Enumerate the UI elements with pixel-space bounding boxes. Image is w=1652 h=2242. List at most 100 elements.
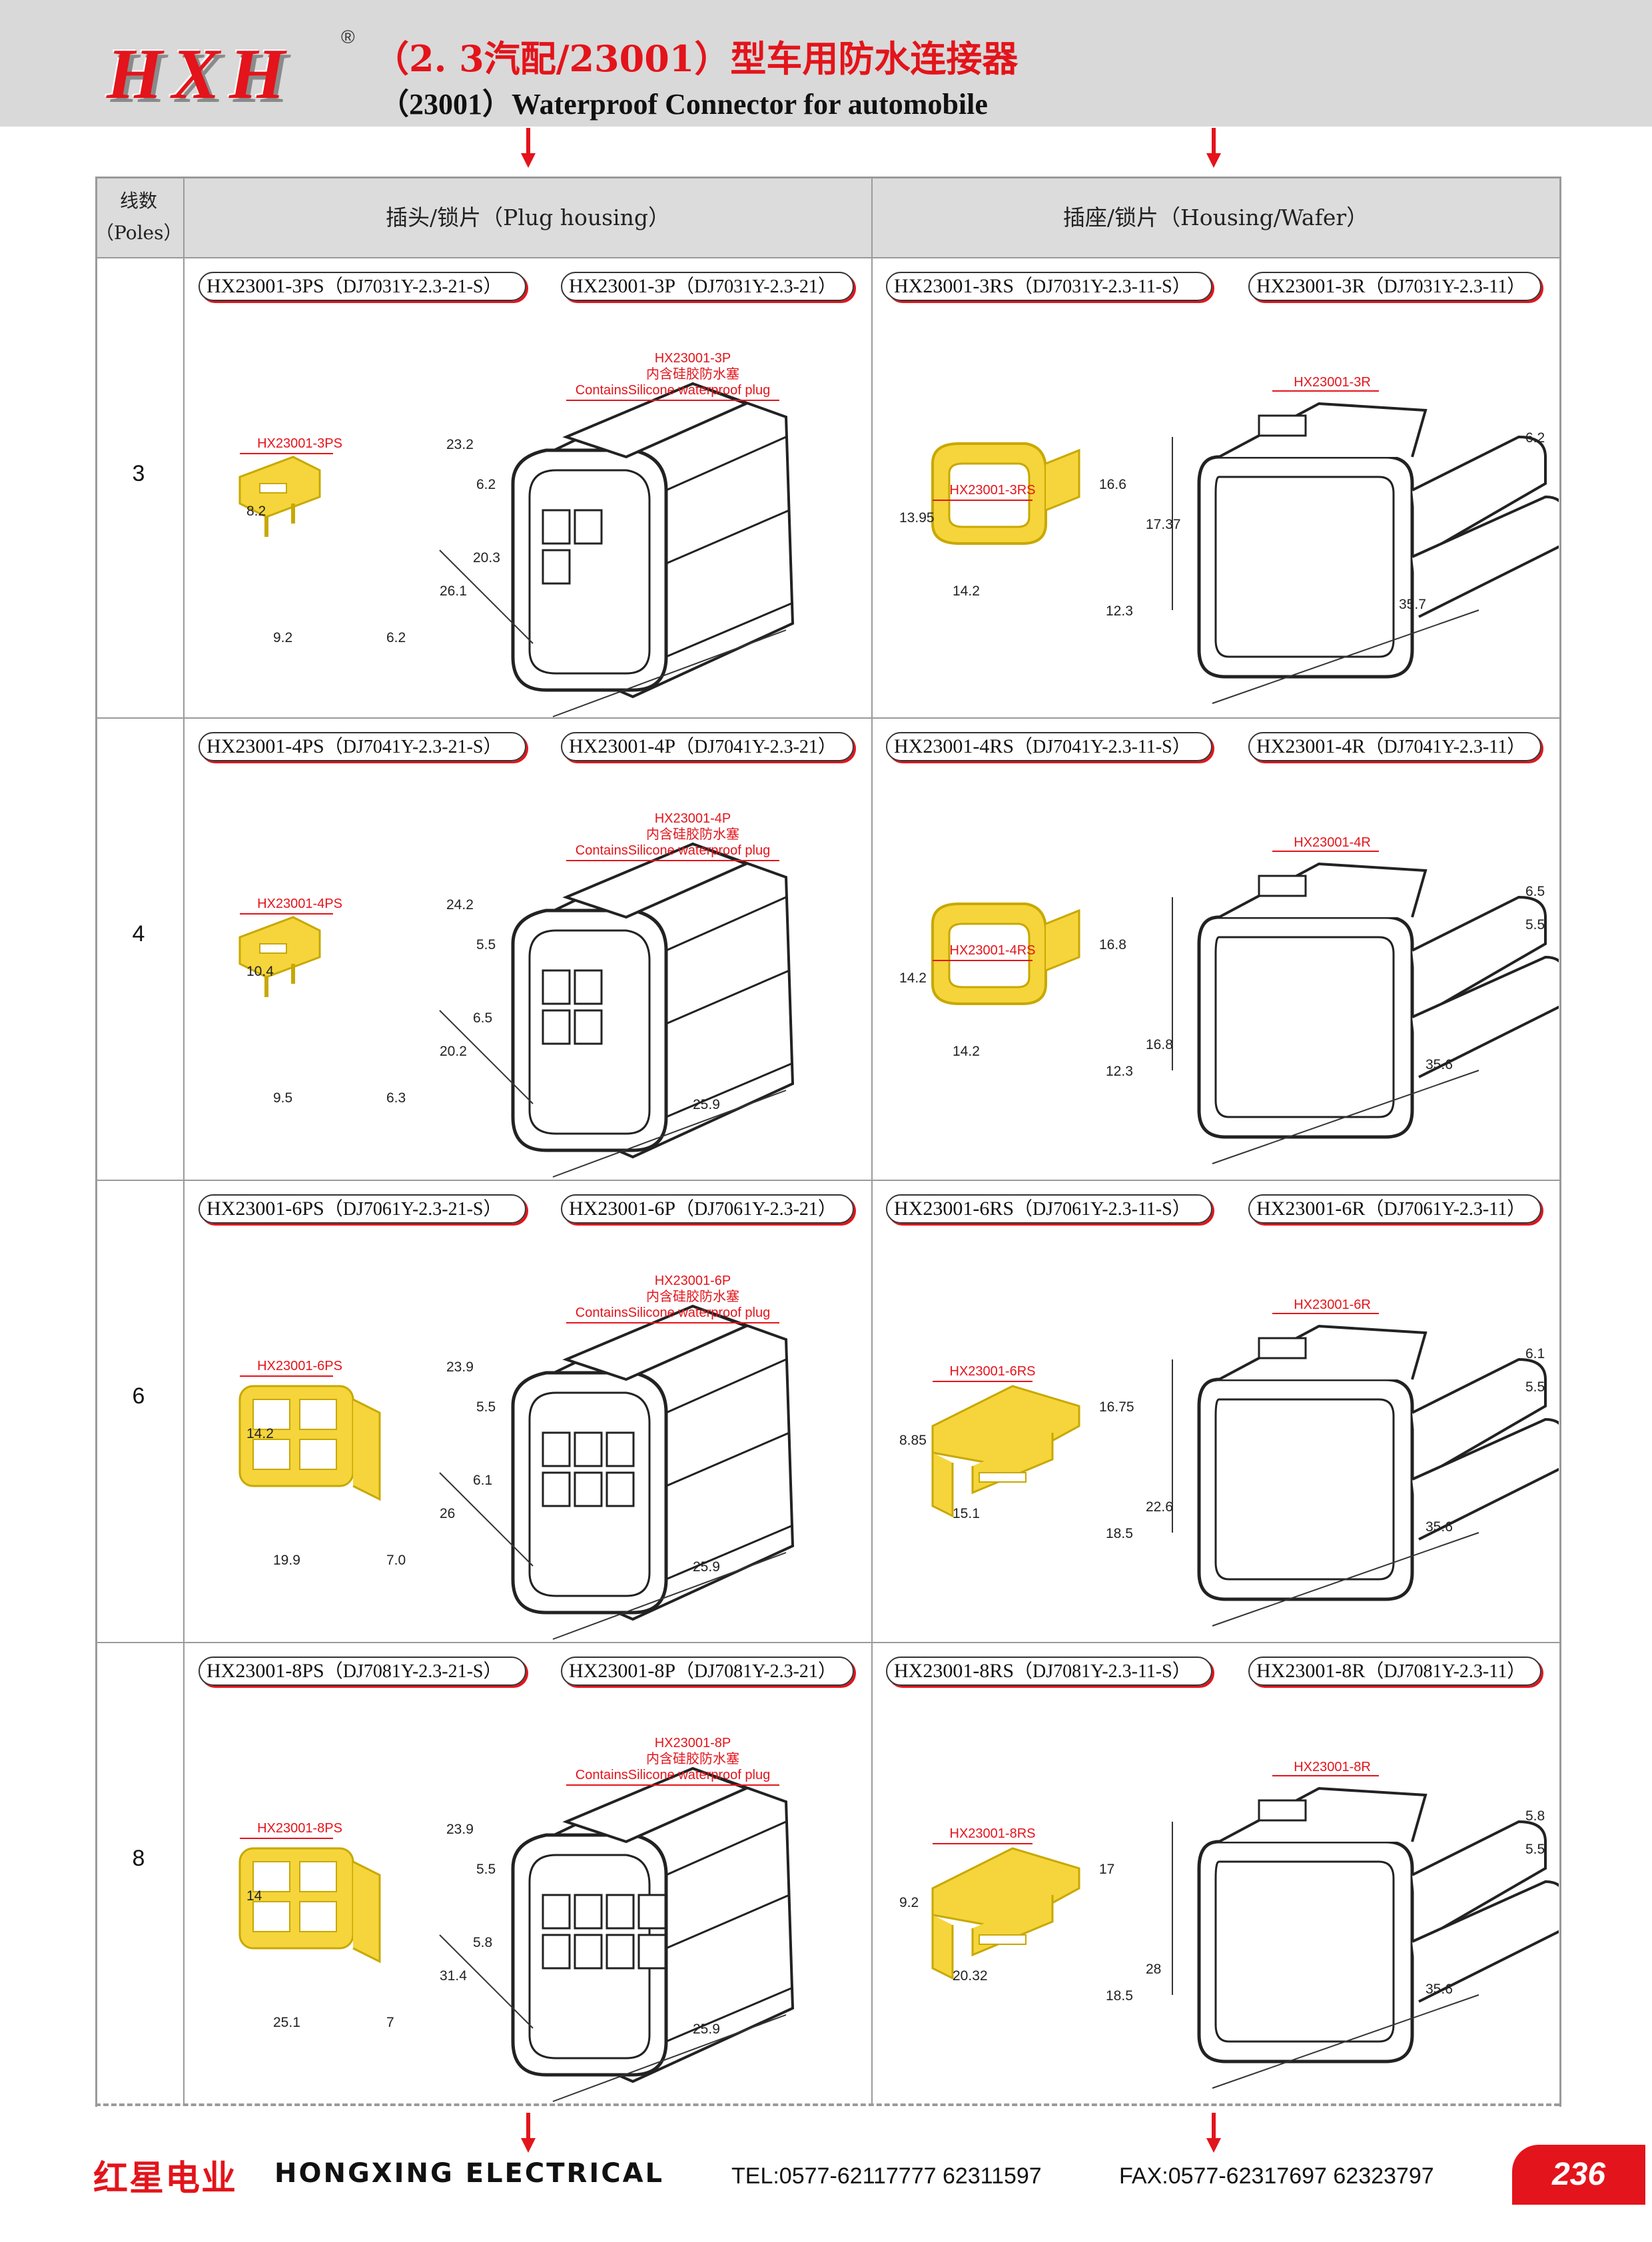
row-divider [95,717,1559,719]
dimension-value: 6.1 [473,1473,493,1488]
dj-code: （DJ7031Y-2.3-11） [1365,276,1526,297]
part-number-label: HX23001-6RS（DJ7061Y-2.3-11-S） [886,1194,1212,1224]
dimension-value: 6.2 [1525,430,1545,446]
silicone-note-cn: 内含硅胶防水塞 [646,1290,739,1304]
dj-code: （DJ7081Y-2.3-21） [675,1661,837,1682]
pole-count: 3 [132,461,145,486]
dimension-value: 20.32 [953,1968,988,1984]
dimension-value: 18.5 [1106,1526,1133,1541]
dimension-value: 19.9 [273,1553,300,1568]
dimension-value: 14.2 [953,583,980,599]
callout-underline [1272,851,1379,852]
dimension-value: 6.2 [386,630,406,645]
part-number: HX23001-6PS [206,1198,324,1220]
dimension-value: 20.2 [440,1044,467,1059]
table-header [95,179,1559,257]
poles-header-cn: 线数 [119,190,157,212]
callout-underline [240,453,333,454]
callout-underline [566,1784,779,1786]
housing-callout: HX23001-3R [1294,375,1371,390]
part-number-label: HX23001-4PS（DJ7041Y-2.3-21-S） [199,732,526,761]
dj-code: （DJ7081Y-2.3-21-S） [324,1661,502,1682]
dimension-value: 25.9 [693,1559,720,1575]
plug-lock-drawing [220,424,393,597]
callout-underline [566,860,779,861]
housing-drawing [1146,357,1559,730]
callout-underline [566,1322,779,1323]
part-number-label: HX23001-6PS（DJ7061Y-2.3-21-S） [199,1194,526,1224]
dimension-value: 9.2 [899,1895,919,1910]
callout-underline [933,1381,1032,1382]
part-number-label: HX23001-4R（DJ7041Y-2.3-11） [1248,732,1541,761]
part-number: HX23001-8P [569,1660,676,1682]
dimension-value: 15.1 [953,1506,980,1521]
dj-code: （DJ7061Y-2.3-21-S） [324,1199,502,1220]
part-number-label: HX23001-8P（DJ7081Y-2.3-21） [561,1657,854,1686]
dimension-value: 13.95 [899,510,935,526]
part-number: HX23001-8R [1256,1660,1366,1682]
dj-code: （DJ7061Y-2.3-11） [1365,1199,1526,1220]
dimension-value: 6.1 [1525,1346,1545,1361]
dimension-value: 35.6 [1426,1057,1453,1072]
silicone-note-cn: 内含硅胶防水塞 [646,827,739,842]
plug-callout: HX23001-3P [654,351,731,366]
part-number: HX23001-3RS [894,275,1015,297]
row-divider [95,1642,1559,1643]
plug-callout: HX23001-6P [654,1274,731,1288]
silicone-note-en: ContainsSilicone waterproof plug [575,1768,771,1782]
part-number: HX23001-4PS [206,735,324,757]
plug-lock-callout: HX23001-6PS [257,1359,342,1373]
plug-callout: HX23001-8P [654,1736,731,1750]
footer-fax: FAX:0577-62317697 62323797 [1119,2163,1434,2189]
dj-code: （DJ7081Y-2.3-11） [1365,1661,1526,1682]
column-divider [871,179,873,2105]
silicone-note-en: ContainsSilicone waterproof plug [575,843,771,858]
page-title-en: （23001）Waterproof Connector for automobi… [380,88,988,121]
callout-underline [240,1375,333,1377]
part-number: HX23001-8PS [206,1660,324,1682]
plug-housing-header: 插头/锁片（Plug housing） [386,204,670,230]
part-number: HX23001-6P [569,1198,676,1220]
part-number: HX23001-8RS [894,1660,1015,1682]
callout-underline [933,500,1032,501]
callout-underline [1272,390,1379,392]
housing-callout: HX23001-8R [1294,1760,1371,1774]
table-bottom-dash [95,2103,1559,2106]
dimension-value: 8.85 [899,1433,927,1448]
callout-underline [240,913,333,915]
housing-callout: HX23001-4R [1294,835,1371,850]
housing-lock-drawing [906,424,1106,603]
housing-callout: HX23001-6R [1294,1298,1371,1312]
housing-drawing [1146,1280,1559,1653]
plug-lock-drawing [220,1808,393,1982]
footer-brand-en: HONGXING ELECTRICAL [274,2158,665,2189]
part-number-label: HX23001-4RS（DJ7041Y-2.3-11-S） [886,732,1212,761]
dimension-value: 14.2 [953,1044,980,1059]
part-number: HX23001-3R [1256,275,1366,297]
part-number-label: HX23001-3R（DJ7031Y-2.3-11） [1248,272,1541,301]
dimension-value: 23.2 [446,437,474,452]
brand-logo: HXH [107,35,295,114]
silicone-note-cn: 内含硅胶防水塞 [646,367,739,382]
silicone-note-en: ContainsSilicone waterproof plug [575,383,771,398]
dimension-value: 25.9 [693,1097,720,1112]
poles-header-en: （Poles） [95,222,183,244]
dj-code: （DJ7041Y-2.3-21-S） [324,737,502,757]
callout-underline [1272,1313,1379,1314]
dimension-value: 28 [1146,1962,1162,1977]
part-number-label: HX23001-6P（DJ7061Y-2.3-21） [561,1194,854,1224]
dj-code: （DJ7041Y-2.3-21） [675,737,837,757]
dimension-value: 10.4 [246,964,274,979]
housing-lock-drawing [906,1808,1106,1988]
part-number-label: HX23001-8R（DJ7081Y-2.3-11） [1248,1657,1541,1686]
part-number: HX23001-3P [569,275,676,297]
dj-code: （DJ7041Y-2.3-11-S） [1014,737,1191,757]
footer-brand-cn: 红星电业 [93,2159,238,2199]
plug-housing-drawing [413,1266,826,1666]
part-number: HX23001-4R [1256,735,1366,757]
dimension-value: 6.5 [1525,884,1545,899]
part-number-label: HX23001-3P（DJ7031Y-2.3-21） [561,272,854,301]
dimension-value: 23.9 [446,1822,474,1837]
dimension-value: 7.0 [386,1553,406,1568]
dimension-value: 6.3 [386,1090,406,1106]
